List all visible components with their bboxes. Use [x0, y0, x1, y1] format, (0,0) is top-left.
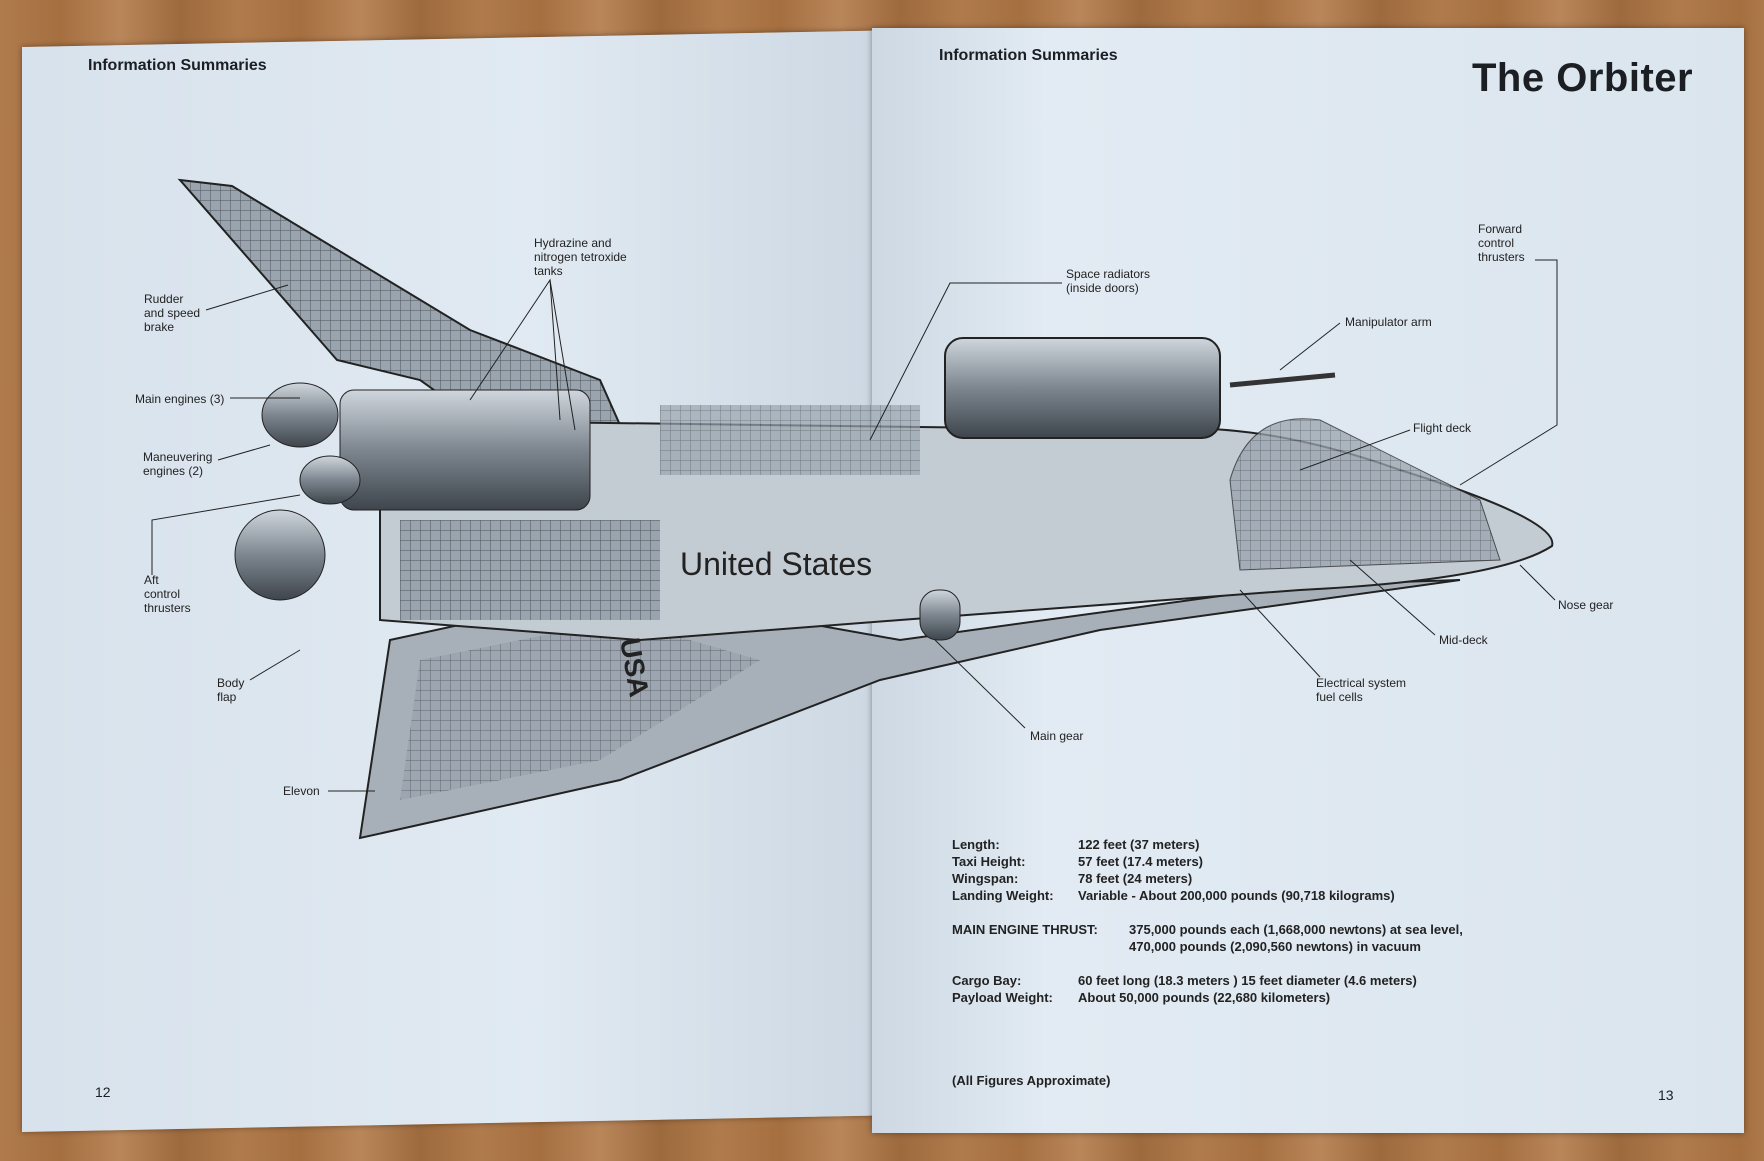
- label-maneuvering-engines: Maneuvering engines (2): [143, 450, 213, 478]
- thrust-value-2: 470,000 pounds (2,090,560 newtons) in va…: [1129, 939, 1421, 954]
- label-hydrazine-tanks: Hydrazine and nitrogen tetroxide tanks: [534, 236, 627, 278]
- spec-value: 57 feet (17.4 meters): [1078, 854, 1204, 869]
- spec-row: Landing Weight: Variable - About 200,000 …: [952, 887, 1463, 904]
- label-forward-thrusters: Forward control thrusters: [1478, 222, 1525, 264]
- label-main-gear: Main gear: [1030, 729, 1084, 743]
- right-page-number: 13: [1658, 1087, 1674, 1103]
- spec-label: Cargo Bay:: [952, 973, 1022, 988]
- payload-module: [944, 337, 1221, 439]
- spec-row: Length: 122 feet (37 meters): [952, 836, 1463, 853]
- spec-value: 60 feet long (18.3 meters ) 15 feet diam…: [1078, 973, 1417, 988]
- label-space-radiators: Space radiators (inside doors): [1066, 267, 1151, 295]
- label-manipulator-arm: Manipulator arm: [1345, 315, 1432, 329]
- spec-row: Cargo Bay: 60 feet long (18.3 meters ) 15…: [952, 972, 1463, 989]
- label-aft-thrusters: Aft control thrusters: [144, 573, 191, 615]
- label-body-flap: Body flap: [217, 676, 245, 704]
- right-page-header: Information Summaries: [939, 47, 1118, 64]
- label-nose-gear: Nose gear: [1558, 598, 1614, 612]
- spec-label: Wingspan:: [952, 871, 1019, 886]
- spec-label: Length:: [952, 837, 1000, 852]
- fuselage-text: United States: [680, 546, 872, 582]
- left-page-header: Information Summaries: [88, 57, 267, 74]
- spec-label: Payload Weight:: [952, 990, 1053, 1005]
- thrust-row: MAIN ENGINE THRUST: 375,000 pounds each (…: [952, 921, 1463, 938]
- spec-value: 122 feet (37 meters): [1078, 837, 1200, 852]
- label-main-engines: Main engines (3): [135, 392, 225, 406]
- spec-label: Taxi Height:: [952, 854, 1026, 869]
- label-elevon: Elevon: [283, 784, 320, 798]
- label-mid-deck: Mid-deck: [1439, 633, 1488, 647]
- spec-label: Landing Weight:: [952, 888, 1054, 903]
- spec-value: Variable - About 200,000 pounds (90,718 …: [1078, 888, 1395, 903]
- label-flight-deck: Flight deck: [1413, 421, 1472, 435]
- thrust-value-1: 375,000 pounds each (1,668,000 newtons) …: [1129, 922, 1463, 937]
- spec-value: About 50,000 pounds (22,680 kilometers): [1078, 990, 1331, 1005]
- spec-row: Wingspan: 78 feet (24 meters): [952, 870, 1463, 887]
- spec-value: 78 feet (24 meters): [1078, 871, 1193, 886]
- label-rudder: Rudder and speed brake: [144, 292, 201, 334]
- spec-row: Taxi Height: 57 feet (17.4 meters): [952, 853, 1463, 870]
- thrust-row-2: 470,000 pounds (2,090,560 newtons) in va…: [952, 938, 1463, 955]
- spec-row: Payload Weight: About 50,000 pounds (22,6…: [952, 989, 1463, 1006]
- thrust-label: MAIN ENGINE THRUST:: [952, 922, 1098, 937]
- label-fuel-cells: Electrical system fuel cells: [1316, 676, 1407, 704]
- footnote: (All Figures Approximate): [952, 1073, 1111, 1088]
- left-page-number: 12: [95, 1084, 111, 1100]
- page-title: The Orbiter: [1472, 56, 1694, 100]
- specs-table: Length: 122 feet (37 meters) Taxi Height:…: [952, 836, 1463, 1006]
